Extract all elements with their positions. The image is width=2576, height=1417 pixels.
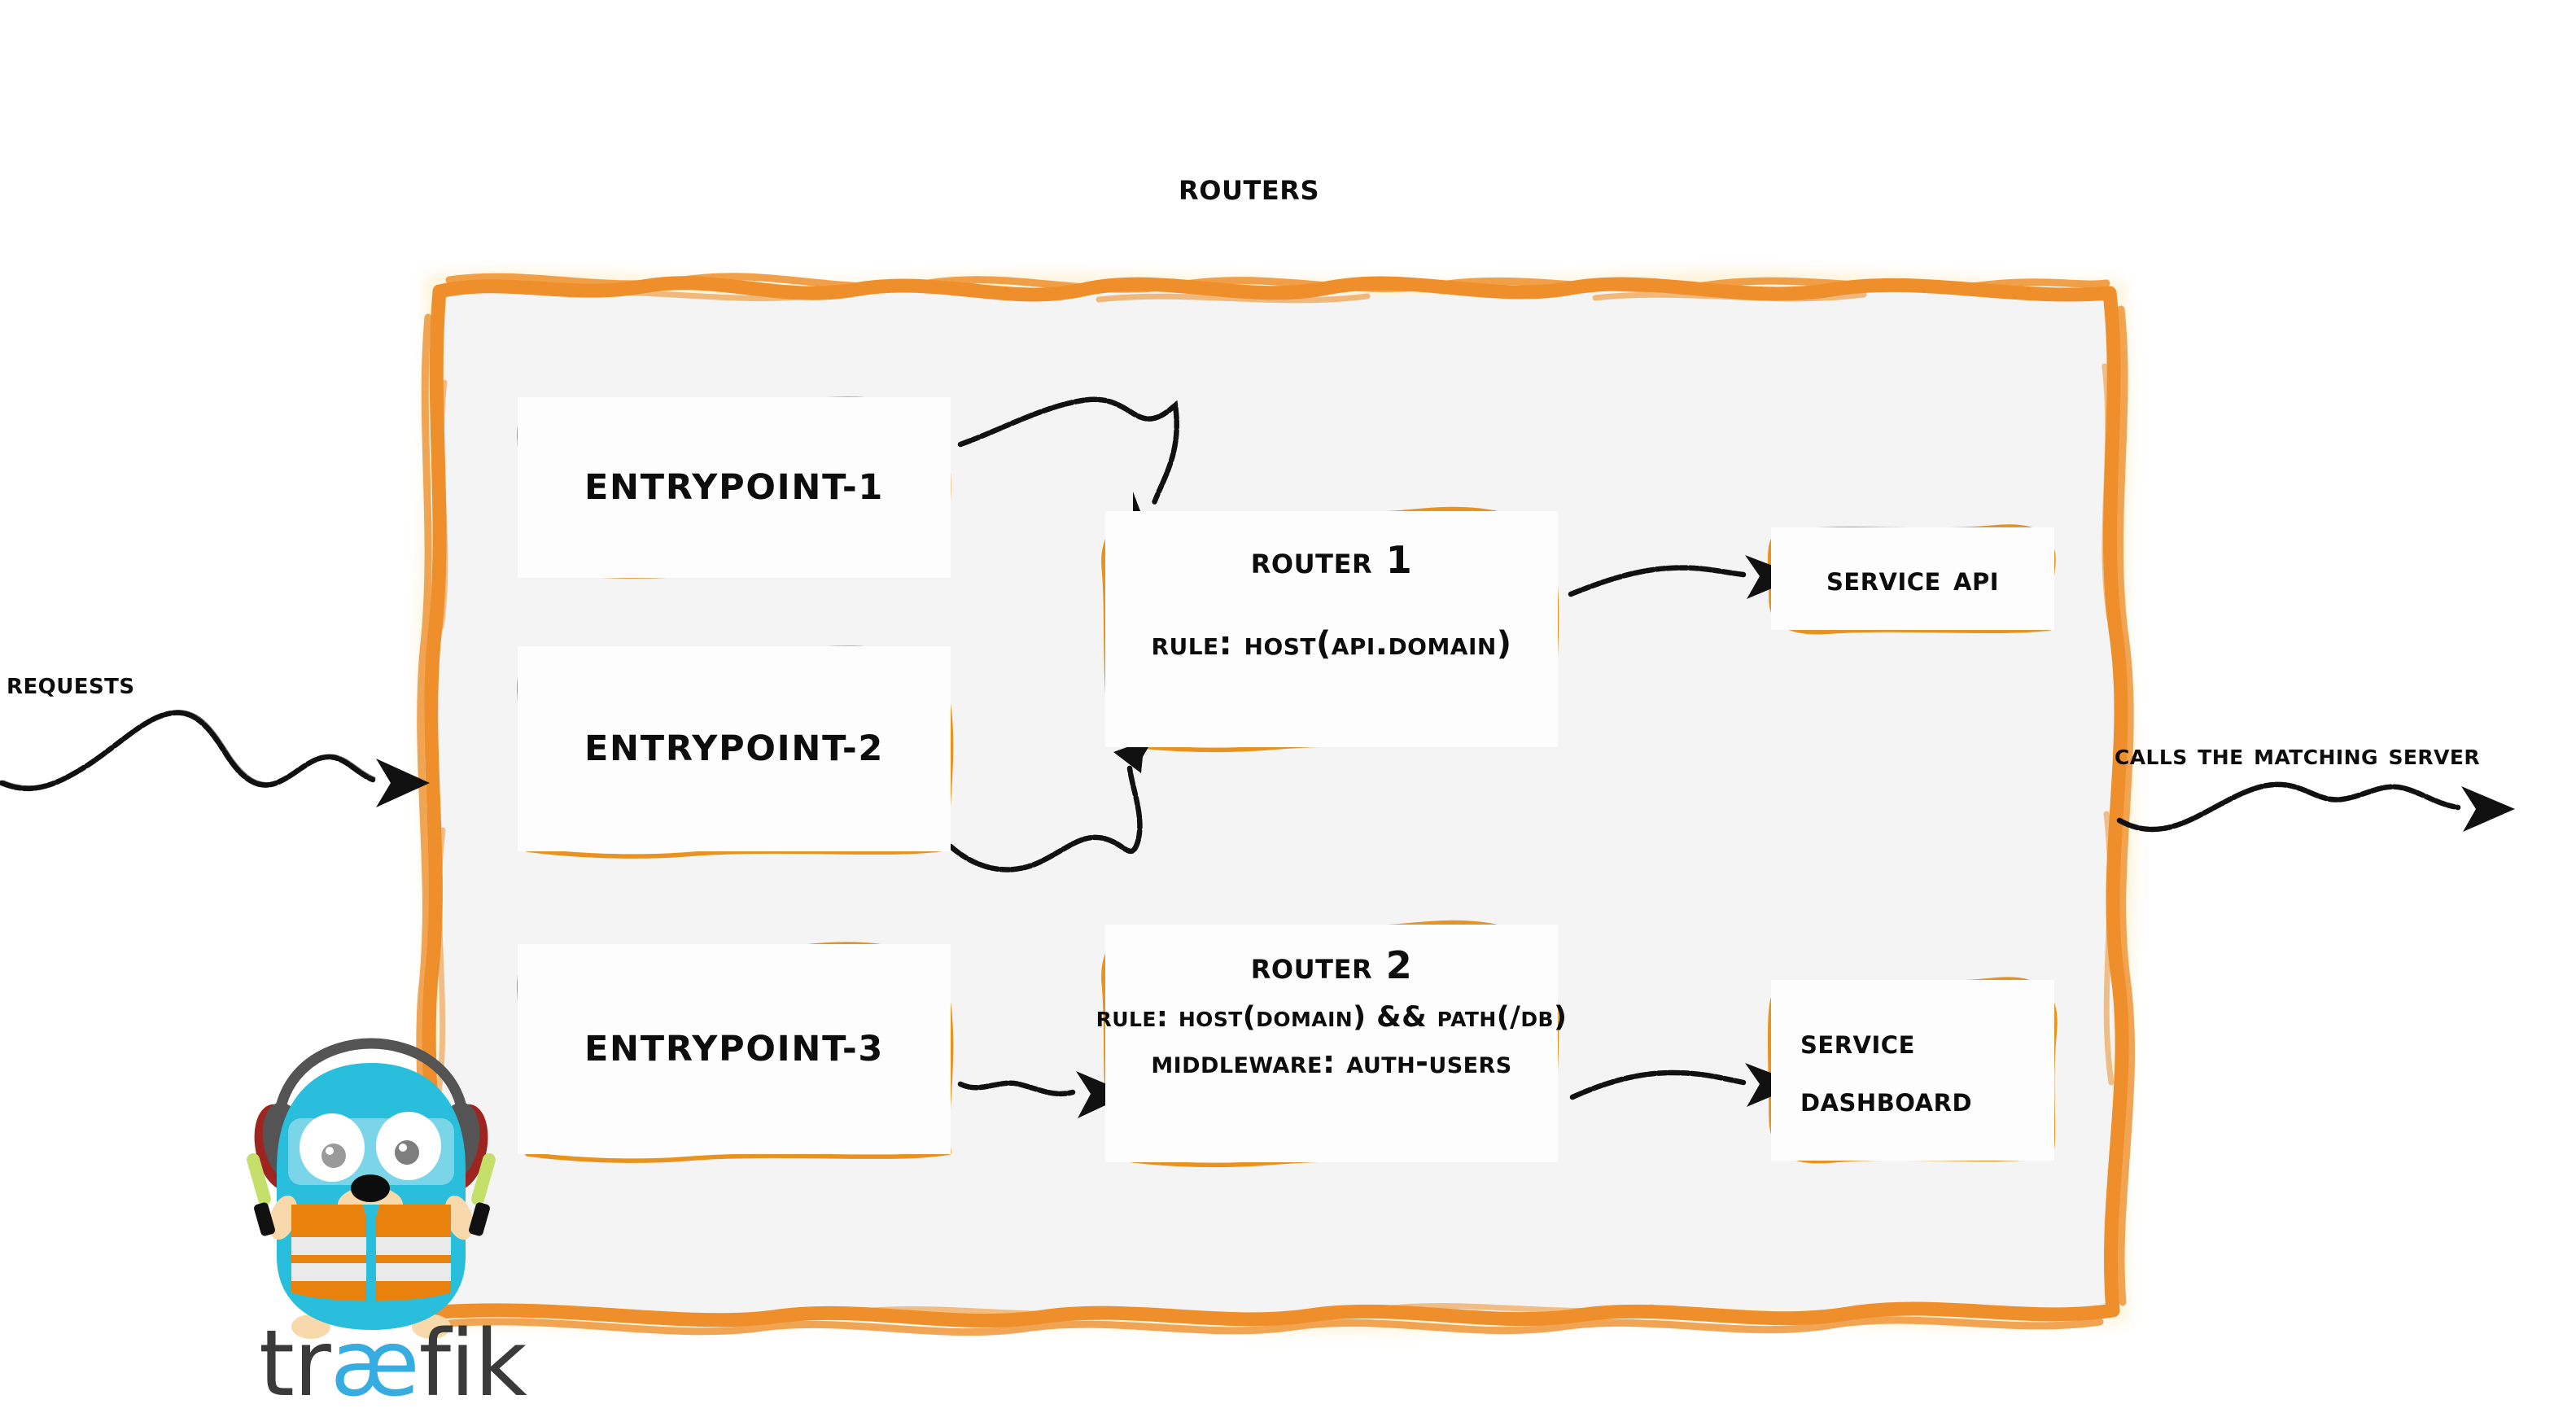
- service-api-node[interactable]: Service API: [1771, 527, 2054, 630]
- router1-to-serviceapi-path: [1568, 565, 1747, 597]
- calls-server-label: Calls the matching server: [2115, 739, 2481, 772]
- service-dashboard-label-line2: Dashboard: [1800, 1079, 1973, 1119]
- traefik-gopher-icon: [247, 1038, 496, 1339]
- page-title: Routers: [1179, 164, 1320, 208]
- entrypoint-3-node[interactable]: entrypoint-3: [518, 944, 951, 1154]
- ep3-to-router2-path: [957, 1080, 1076, 1097]
- entrypoint-1-label: entrypoint-1: [584, 466, 885, 508]
- entrypoint-3-label: entrypoint-3: [584, 1028, 885, 1069]
- entrypoint-1-node[interactable]: entrypoint-1: [518, 397, 951, 578]
- ep2-to-router1-path: [947, 765, 1143, 873]
- router-1-node[interactable]: Router 1 rule: Host(api.domain): [1105, 511, 1558, 747]
- router-2-rule: rule: Host(domain) && Path(/db): [1096, 1000, 1568, 1034]
- requests-label: Requests: [7, 666, 135, 701]
- entrypoint-2-label: entrypoint-2: [584, 728, 885, 769]
- service-dashboard-label-line1: Service: [1800, 1021, 1915, 1061]
- router2-to-dashboard-path: [1569, 1069, 1747, 1100]
- router-2-node[interactable]: Router 2 rule: Host(domain) && Path(/db)…: [1096, 925, 1567, 1162]
- router-2-middleware: Middleware: auth-users: [1151, 1044, 1512, 1081]
- logo-accent: æ: [330, 1311, 420, 1417]
- traefik-logo-wordmark: træfik: [259, 1319, 527, 1410]
- requests-arrow-path: [0, 710, 376, 792]
- service-api-label: Service API: [1826, 558, 1999, 599]
- calls-server-arrow-path: [2116, 781, 2461, 833]
- logo-part2: fik: [418, 1311, 527, 1417]
- service-dashboard-node[interactable]: Service Dashboard: [1771, 980, 2054, 1161]
- router-1-rule: rule: Host(api.domain): [1151, 624, 1512, 663]
- logo-part1: tr: [259, 1311, 331, 1417]
- entrypoint-2-node[interactable]: entrypoint-2: [518, 646, 951, 851]
- router-2-title: Router 2: [1250, 943, 1413, 987]
- ep1-to-router1-path: [957, 396, 1179, 506]
- router-1-title: Router 1: [1250, 538, 1413, 582]
